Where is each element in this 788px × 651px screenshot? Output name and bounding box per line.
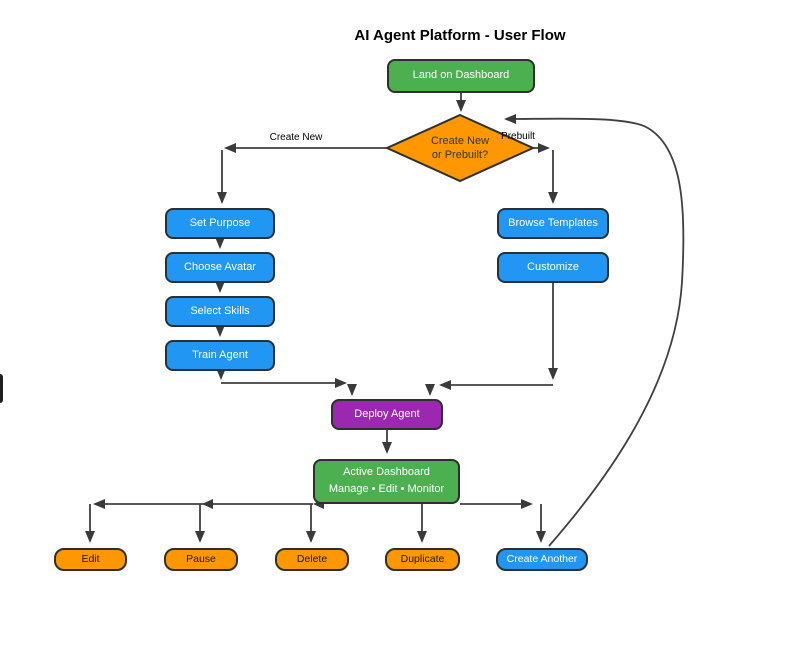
- node-active-dashboard: Active Dashboard Manage • Edit • Monitor: [313, 459, 460, 504]
- node-edit: Edit: [54, 548, 127, 571]
- node-label: Duplicate: [400, 552, 445, 565]
- node-label: Select Skills: [190, 304, 250, 317]
- rail-arrow-pause: [202, 499, 213, 509]
- edge-loop-back: [504, 113, 685, 547]
- page-title: AI Agent Platform - User Flow: [354, 27, 566, 44]
- node-decision: Create New or Prebuilt?: [400, 118, 520, 178]
- dashboard-label-line1: Active Dashboard: [343, 466, 430, 479]
- node-train-agent: Train Agent: [165, 340, 275, 371]
- left-edge-artifact: [0, 374, 3, 403]
- node-label: Pause: [186, 552, 216, 565]
- node-land-on-dashboard: Land on Dashboard: [387, 59, 535, 93]
- node-label: Deploy Agent: [354, 407, 420, 420]
- dashboard-label-line2: Manage • Edit • Monitor: [328, 483, 445, 495]
- node-label: Create Another: [506, 552, 578, 565]
- decision-diamond-shape: [384, 113, 536, 183]
- node-label: Set Purpose: [189, 216, 251, 229]
- node-pause: Pause: [164, 548, 238, 571]
- node-choose-avatar: Choose Avatar: [165, 252, 275, 283]
- node-create-another: Create Another: [496, 548, 588, 571]
- node-set-purpose: Set Purpose: [165, 208, 275, 239]
- edge-label-prebuilt: Prebuilt: [501, 131, 535, 142]
- decision-label-line2: or Prebuilt?: [431, 149, 489, 161]
- node-label: Delete: [296, 552, 328, 565]
- node-label: Customize: [527, 260, 579, 273]
- node-deploy-agent: Deploy Agent: [331, 399, 443, 430]
- node-label: Land on Dashboard: [412, 69, 510, 82]
- node-customize: Customize: [497, 252, 609, 283]
- node-browse-templates: Browse Templates: [497, 208, 609, 239]
- node-label: Train Agent: [192, 348, 248, 361]
- node-label: Choose Avatar: [184, 260, 256, 273]
- node-duplicate: Duplicate: [385, 548, 460, 571]
- node-label: Browse Templates: [508, 216, 598, 229]
- edge-label-create-new: Create New: [269, 132, 323, 143]
- node-delete: Delete: [275, 548, 349, 571]
- node-select-skills: Select Skills: [165, 296, 275, 327]
- decision-label-line1: Create New: [430, 134, 490, 147]
- node-label: Edit: [81, 552, 100, 565]
